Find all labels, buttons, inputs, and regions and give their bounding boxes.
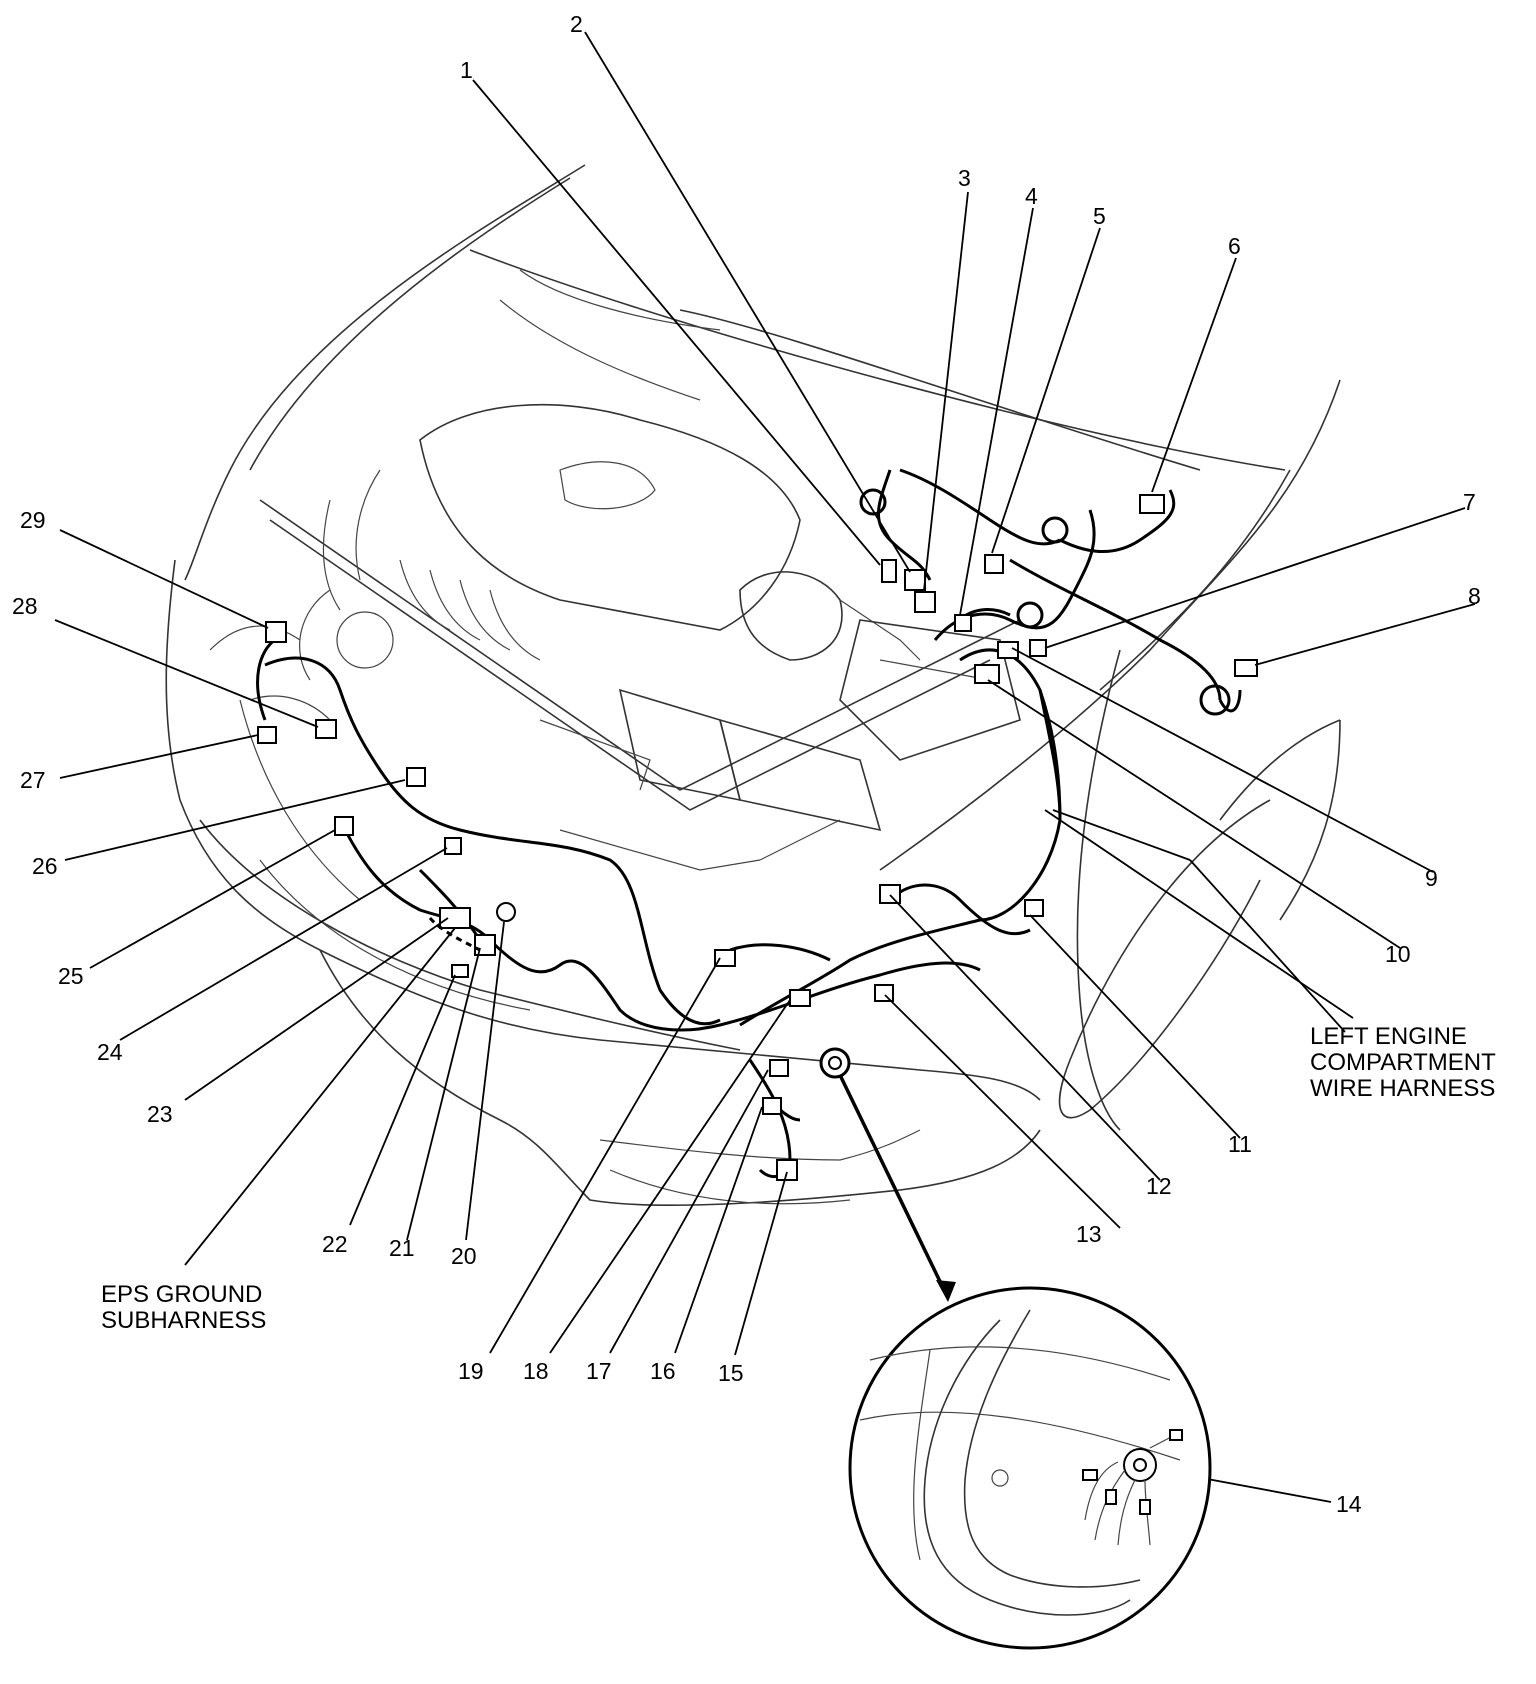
connector-15 <box>776 1159 798 1181</box>
callout-25: 25 <box>58 963 84 989</box>
connector-2 <box>904 569 926 591</box>
callout-6: 6 <box>1228 233 1241 259</box>
vehicle-body-outline <box>165 164 1341 1206</box>
connector-1 <box>881 559 897 583</box>
connector-23 <box>439 907 471 929</box>
connector-12 <box>879 884 901 904</box>
connector-26 <box>406 767 426 787</box>
callout-20: 20 <box>451 1243 477 1269</box>
callout-27: 27 <box>20 767 46 793</box>
callout-18: 18 <box>523 1358 549 1384</box>
callout-29: 29 <box>20 507 46 533</box>
wire-harness <box>256 468 1242 1179</box>
callout-1: 1 <box>460 57 473 83</box>
callout-19: 19 <box>458 1358 484 1384</box>
caption-line: COMPARTMENT <box>1310 1049 1496 1076</box>
connector-19 <box>714 949 736 967</box>
connector-6 <box>1139 494 1165 514</box>
callout-15: 15 <box>718 1360 744 1386</box>
connector-11 <box>1024 899 1044 917</box>
callout-3: 3 <box>958 165 971 191</box>
callout-leaders <box>54 31 1476 1503</box>
engine-bay <box>259 269 1021 871</box>
connector-28 <box>315 719 337 739</box>
callout-numbers: 1 2 3 4 5 6 7 8 9 10 11 12 13 14 15 16 1… <box>12 11 1481 1517</box>
callout-5: 5 <box>1093 203 1106 229</box>
callout-26: 26 <box>32 853 58 879</box>
caption-line: EPS GROUND <box>101 1281 262 1308</box>
callout-7: 7 <box>1463 489 1476 515</box>
connector-25 <box>334 816 354 836</box>
callout-24: 24 <box>97 1039 123 1065</box>
callout-8: 8 <box>1468 583 1481 609</box>
callout-11: 11 <box>1228 1131 1252 1157</box>
callout-28: 28 <box>12 593 38 619</box>
detail-inset <box>848 1286 1212 1650</box>
connector-7 <box>1029 639 1047 657</box>
connector-3 <box>914 591 936 613</box>
caption-left-engine-harness: LEFT ENGINE COMPARTMENT WIRE HARNESS <box>1310 1023 1496 1102</box>
connector-8 <box>1234 659 1258 677</box>
callout-12: 12 <box>1146 1173 1172 1199</box>
caption-line: WIRE HARNESS <box>1310 1075 1495 1102</box>
callout-23: 23 <box>147 1101 173 1127</box>
callout-21: 21 <box>389 1235 415 1261</box>
caption-eps-ground-subharness: EPS GROUND SUBHARNESS <box>101 1281 266 1334</box>
connector-5 <box>984 554 1004 574</box>
connector-24 <box>444 837 462 855</box>
connector-4 <box>954 614 972 632</box>
caption-line: LEFT ENGINE <box>1310 1023 1467 1050</box>
ground-point-20 <box>496 902 516 922</box>
callout-9: 9 <box>1425 865 1438 891</box>
callout-2: 2 <box>570 11 583 37</box>
callout-10: 10 <box>1385 941 1411 967</box>
caption-line: SUBHARNESS <box>101 1307 266 1334</box>
callout-13: 13 <box>1076 1221 1102 1247</box>
connector-22 <box>451 964 469 978</box>
callout-22: 22 <box>322 1231 348 1257</box>
connector-21 <box>474 934 496 956</box>
connector-27 <box>257 726 277 744</box>
connector-29 <box>265 621 287 643</box>
callout-14: 14 <box>1336 1491 1362 1517</box>
callout-4: 4 <box>1025 183 1038 209</box>
connector-10 <box>974 664 1000 684</box>
connector-13 <box>874 984 894 1002</box>
connector-16 <box>762 1097 782 1115</box>
connectors <box>257 494 1258 1181</box>
callout-16: 16 <box>650 1358 676 1384</box>
connector-9 <box>997 641 1019 659</box>
connector-18 <box>789 989 811 1007</box>
callout-17: 17 <box>586 1358 612 1384</box>
connector-17 <box>769 1059 789 1077</box>
